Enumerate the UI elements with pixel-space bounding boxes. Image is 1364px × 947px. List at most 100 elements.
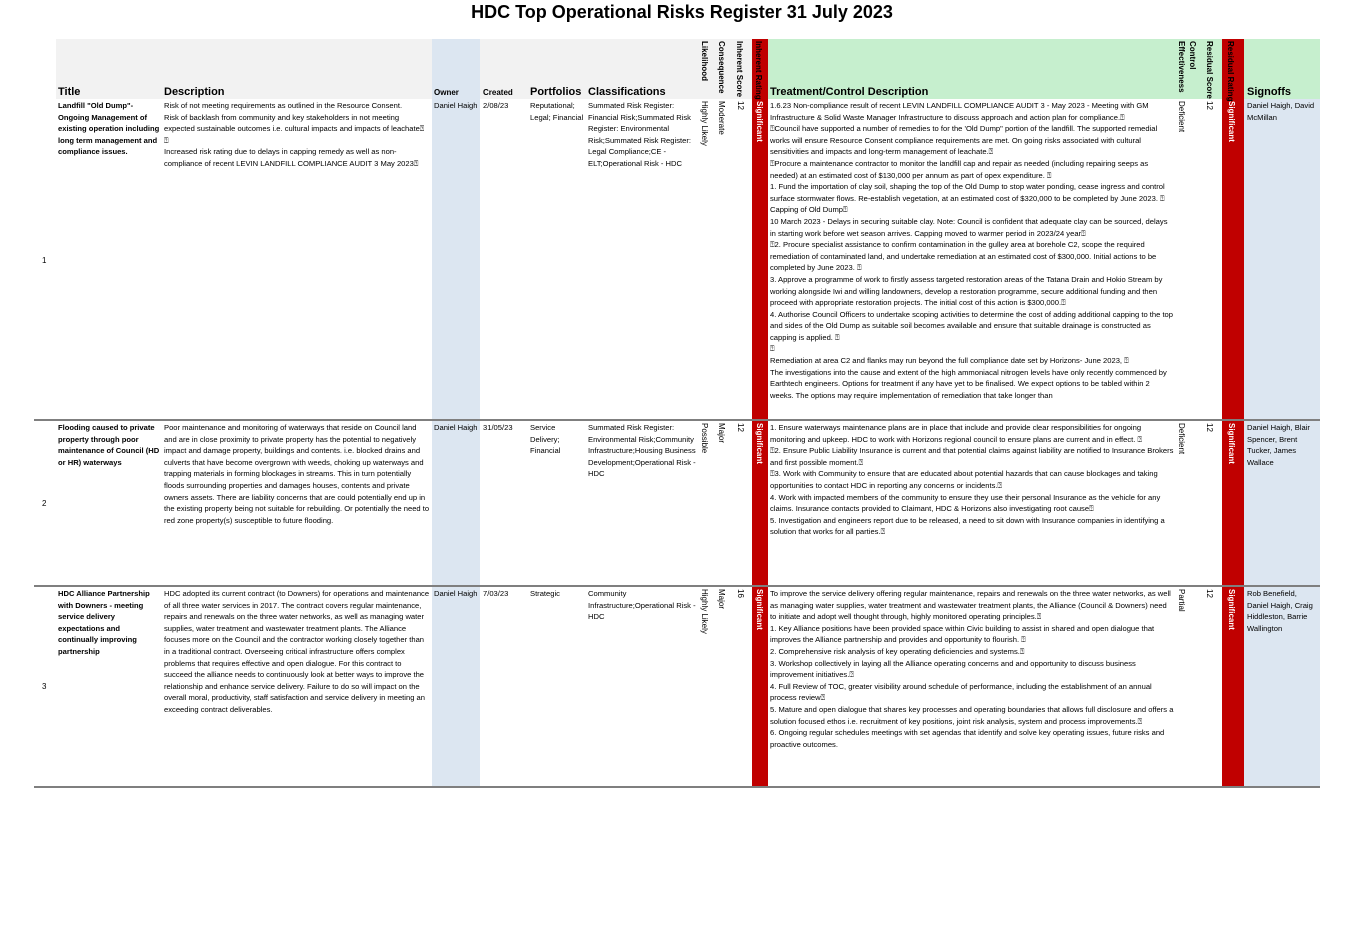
treatment-line: The investigations into the cause and ex… bbox=[770, 367, 1167, 400]
treatment-line: 2. Comprehensive risk analysis of key op… bbox=[770, 646, 1025, 656]
treatment-line: 4. Work with impacted members of the com… bbox=[770, 492, 1161, 514]
treatment-line: 1. Fund the importation of clay soil, sh… bbox=[770, 182, 1165, 203]
header-grey-band bbox=[56, 39, 432, 99]
row-separator bbox=[34, 786, 1320, 788]
header-portfolios: Portfolios bbox=[530, 86, 582, 98]
control-effectiveness: Partial bbox=[1177, 589, 1186, 612]
inherent-score: 12 bbox=[736, 101, 745, 110]
portfolios: Strategic bbox=[530, 589, 560, 598]
signoffs-header-band bbox=[1244, 39, 1320, 99]
header-classifications: Classifications bbox=[588, 86, 666, 98]
consequence: Major bbox=[717, 589, 726, 610]
treatment-line: Capping of Old Dump⍰ bbox=[770, 205, 848, 215]
header-green-band-2 bbox=[1174, 39, 1222, 99]
control-effectiveness: Deficient bbox=[1177, 423, 1186, 455]
treatment-line: ⍰Council have supported a number of reme… bbox=[770, 124, 1158, 157]
signoffs-column-band bbox=[1244, 39, 1320, 787]
header-description: Description bbox=[164, 86, 225, 98]
residual-rating: Significant bbox=[1227, 589, 1236, 630]
treatment-line: 6. Ongoing regular schedules meetings wi… bbox=[770, 728, 1165, 749]
header-green-band bbox=[768, 39, 1174, 99]
treatment-description: 1.6.23 Non-compliance result of recent L… bbox=[770, 100, 1174, 416]
header-treatment: Treatment/Control Description bbox=[770, 86, 929, 98]
owner-column-band bbox=[432, 39, 480, 787]
row-separator bbox=[34, 419, 1320, 421]
treatment-line: 4. Authorise Council Officers to underta… bbox=[770, 309, 1173, 342]
treatment-line: ⍰3. Work with Community to ensure that a… bbox=[770, 469, 1158, 490]
header-likelihood: Likelihood bbox=[700, 41, 709, 81]
inherent-score: 12 bbox=[736, 423, 745, 432]
owner: Daniel Haigh bbox=[434, 101, 478, 110]
treatment-line: 3. Approve a programme of work to firstl… bbox=[770, 274, 1163, 308]
header-title: Title bbox=[58, 86, 81, 98]
consequence: Moderate bbox=[717, 101, 726, 135]
risk-title: Landfill "Old Dump"- Ongoing Management … bbox=[58, 101, 160, 157]
header-residual-score: Residual Score bbox=[1205, 41, 1214, 99]
header-control: Control bbox=[1188, 41, 1197, 70]
inherent-score: 16 bbox=[736, 589, 745, 598]
page-title: HDC Top Operational Risks Register 31 Ju… bbox=[471, 2, 893, 22]
row-number: 2 bbox=[42, 499, 47, 508]
treatment-line: 5. Investigation and engineers report du… bbox=[770, 515, 1165, 537]
residual-score: 12 bbox=[1205, 101, 1214, 110]
classifications: Community Infrastructure;Operational Ris… bbox=[588, 589, 696, 622]
header-effectiveness: Effectiveness bbox=[1177, 41, 1186, 93]
residual-score: 12 bbox=[1205, 589, 1214, 598]
likelihood: Highly Likely bbox=[700, 101, 709, 146]
likelihood: Highly Likely bbox=[700, 589, 709, 634]
treatment-line: Remediation at area C2 and flanks may ru… bbox=[770, 356, 1129, 366]
treatment-line: 5. Mature and open dialogue that shares … bbox=[770, 704, 1174, 726]
residual-rating: Significant bbox=[1227, 423, 1236, 464]
header-created: Created bbox=[483, 88, 513, 97]
header-residual-rating: Residual Rating bbox=[1226, 41, 1235, 102]
inherent-rating-column bbox=[752, 39, 768, 787]
risk-description: Risk of not meeting requirements as outl… bbox=[164, 101, 425, 168]
header-grey-band-3 bbox=[696, 39, 752, 99]
residual-score: 12 bbox=[1205, 423, 1214, 432]
header-consequence: Consequence bbox=[717, 41, 726, 94]
residual-rating-column bbox=[1222, 39, 1244, 787]
treatment-line: 3. Workshop collectively in laying all t… bbox=[770, 658, 1136, 680]
header-owner: Owner bbox=[434, 88, 459, 97]
header-signoffs: Signoffs bbox=[1247, 86, 1291, 98]
treatment-line: 1.6.23 Non-compliance result of recent L… bbox=[770, 101, 1149, 122]
treatment-line: 1. Ensure waterways maintenance plans ar… bbox=[770, 423, 1143, 444]
risk-title: Flooding caused to private property thro… bbox=[58, 423, 160, 467]
treatment-description: To improve the service delivery offering… bbox=[770, 588, 1174, 784]
owner: Daniel Haigh bbox=[434, 423, 478, 432]
treatment-line: 10 March 2023 - Delays in securing suita… bbox=[770, 216, 1168, 238]
owner: Daniel Haigh bbox=[434, 589, 478, 598]
portfolios: Service Delivery; Financial bbox=[530, 423, 561, 456]
risk-description: Poor maintenance and monitoring of water… bbox=[164, 423, 430, 525]
signoffs: Rob Benefield, Daniel Haigh, Craig Hiddl… bbox=[1247, 589, 1313, 633]
header-inherent-score: Inherent Score bbox=[735, 41, 744, 98]
treatment-line: ⍰2. Procure specialist assistance to con… bbox=[770, 240, 1157, 273]
classifications: Summated Risk Register: Environmental Ri… bbox=[588, 423, 696, 479]
signoffs: Daniel Haigh, David McMillan bbox=[1247, 101, 1315, 122]
row-separator bbox=[34, 585, 1320, 587]
treatment-line: 1. Key Alliance positions have been prov… bbox=[770, 623, 1155, 645]
treatment-description: 1. Ensure waterways maintenance plans ar… bbox=[770, 422, 1174, 582]
treatment-line: ⍰Procure a maintenance contractor to mon… bbox=[770, 158, 1149, 180]
created-date: 7/03/23 bbox=[483, 589, 509, 598]
treatment-line: To improve the service delivery offering… bbox=[770, 589, 1171, 622]
header-inherent-rating: Inherent Rating bbox=[754, 41, 763, 100]
signoffs: Daniel Haigh, Blair Spencer, Brent Tucke… bbox=[1247, 423, 1310, 467]
treatment-line: ⍰2. Ensure Public Liability Insurance is… bbox=[770, 446, 1174, 467]
created-date: 2/08/23 bbox=[483, 101, 509, 110]
likelihood: Possible bbox=[700, 423, 709, 454]
consequence: Major bbox=[717, 423, 726, 444]
portfolios: Reputational; Legal; Financial bbox=[530, 101, 584, 122]
residual-rating: Significant bbox=[1227, 101, 1236, 142]
row-number: 1 bbox=[42, 256, 47, 265]
control-effectiveness: Deficient bbox=[1177, 101, 1186, 133]
inherent-rating: Significant bbox=[755, 423, 764, 464]
classifications: Summated Risk Register: Financial Risk;S… bbox=[588, 101, 691, 168]
inherent-rating: Significant bbox=[755, 101, 764, 142]
header-grey-band-2 bbox=[480, 39, 696, 99]
row-number: 3 bbox=[42, 682, 47, 691]
created-date: 31/05/23 bbox=[483, 423, 513, 432]
risk-title: HDC Alliance Partnership with Downers - … bbox=[58, 589, 150, 656]
treatment-line: 4. Full Review of TOC, greater visibilit… bbox=[770, 681, 1152, 703]
treatment-line: ⍰ bbox=[770, 344, 775, 354]
